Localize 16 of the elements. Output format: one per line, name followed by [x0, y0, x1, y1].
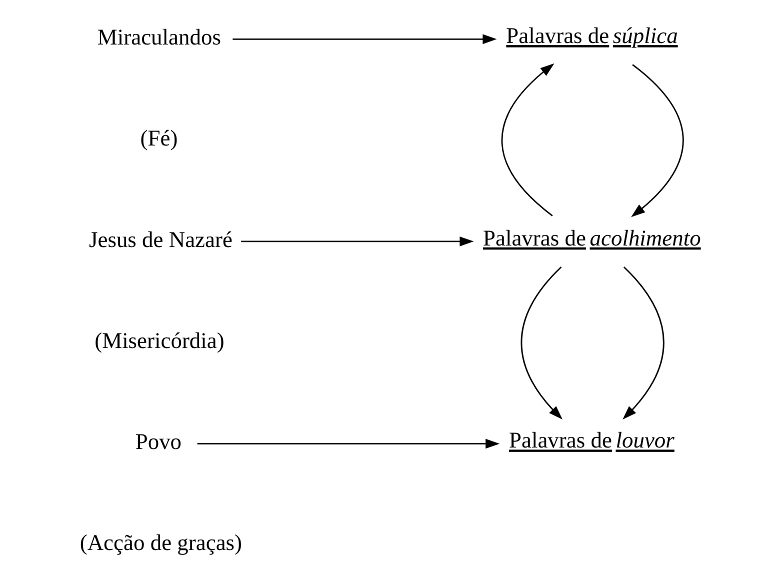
node-label: (Misericórdia) [94, 328, 224, 353]
arrow [197, 438, 500, 449]
node-text: Miraculandos [97, 24, 221, 50]
node-label: (Acção de graças) [80, 530, 242, 556]
arrow [622, 266, 664, 420]
node-label: (Fé) [140, 126, 178, 151]
arrow [631, 64, 684, 218]
node-text: Povo [135, 429, 182, 454]
arrow [520, 266, 563, 420]
node-text: Palavras de louvor [508, 428, 674, 453]
arrow [501, 63, 554, 216]
node-text: Jesus de Nazaré [88, 226, 232, 252]
node-text: Palavras de súplica [506, 23, 678, 48]
node-text: Palavras de acolhimento [483, 225, 701, 250]
arrow [232, 34, 497, 44]
arrow [241, 236, 474, 246]
